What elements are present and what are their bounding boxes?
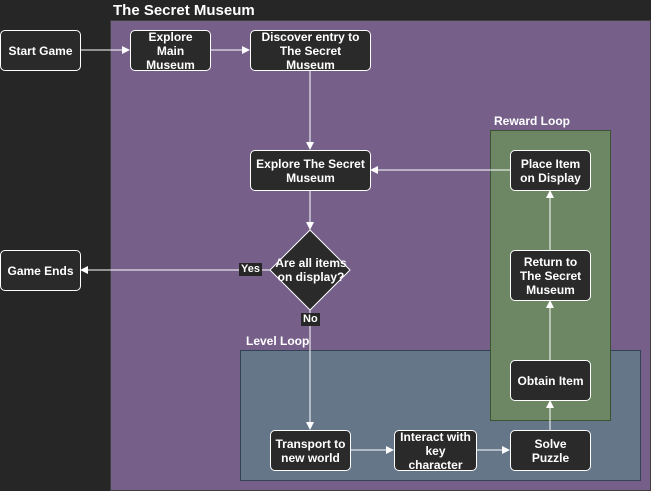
decision-diamond xyxy=(269,229,351,311)
node-place-item-on-display[interactable]: Place Item on Display xyxy=(510,150,591,191)
edge-label-yes: Yes xyxy=(239,263,262,276)
node-start-game[interactable]: Start Game xyxy=(0,30,81,71)
decision-all-items-text: Are all items on display? xyxy=(275,256,347,284)
node-interact-key-character[interactable]: Interact with key character xyxy=(394,430,477,472)
node-explore-secret-museum[interactable]: Explore The Secret Museum xyxy=(250,150,371,191)
node-transport-new-world[interactable]: Transport to new world xyxy=(270,430,351,471)
node-game-ends[interactable]: Game Ends xyxy=(0,250,81,291)
node-explore-main-museum[interactable]: Explore Main Museum xyxy=(130,30,211,72)
node-solve-puzzle[interactable]: Solve Puzzle xyxy=(510,430,591,471)
level-loop-title: Level Loop xyxy=(246,334,310,348)
edge-label-no: No xyxy=(301,313,320,326)
node-return-to-museum[interactable]: Return to The Secret Museum xyxy=(510,250,591,301)
secret-museum-title: The Secret Museum xyxy=(113,2,255,19)
reward-loop-title: Reward Loop xyxy=(494,114,571,128)
node-discover-entry[interactable]: Discover entry to The Secret Museum xyxy=(250,30,371,72)
node-obtain-item[interactable]: Obtain Item xyxy=(510,360,591,401)
